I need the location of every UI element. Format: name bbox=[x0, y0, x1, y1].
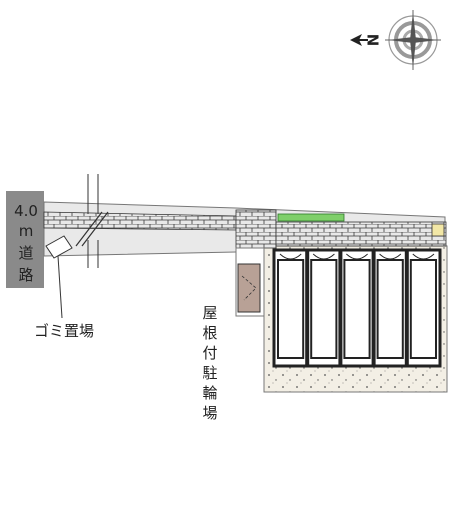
garbage-area-label: ゴミ置場 bbox=[34, 322, 94, 340]
compass-rose-icon bbox=[385, 10, 441, 70]
bicycle-parking-label: 屋 根 付 駐 輪 場 bbox=[202, 304, 217, 422]
north-label: N bbox=[365, 34, 383, 47]
bicycle-shed-roof bbox=[237, 263, 261, 313]
planting-strip bbox=[277, 213, 345, 222]
bike-label-char-1: 屋 bbox=[202, 304, 217, 322]
unit-entry-arc bbox=[312, 253, 335, 260]
unit-entry-arc bbox=[412, 253, 435, 260]
bike-label-char-3: 付 bbox=[202, 344, 217, 362]
unit-entry-arc bbox=[379, 253, 402, 260]
apartment-unit bbox=[277, 259, 305, 359]
unit-divider-wall bbox=[305, 250, 310, 366]
apartment-unit bbox=[343, 259, 371, 359]
bike-label-char-5: 輪 bbox=[202, 384, 217, 402]
road-label-2: 路 bbox=[18, 266, 33, 284]
road-unit-label: m bbox=[19, 222, 34, 240]
north-arrow-icon bbox=[350, 34, 368, 46]
building-units bbox=[272, 248, 442, 368]
unit-divider-wall bbox=[338, 250, 343, 366]
garbage-area bbox=[45, 235, 73, 259]
unit-entry-arc bbox=[279, 253, 302, 260]
bike-label-char-6: 場 bbox=[202, 404, 217, 422]
unit-divider-wall bbox=[371, 250, 376, 366]
site-front-wall bbox=[235, 209, 277, 249]
apartment-unit bbox=[310, 259, 338, 359]
unit-entry-arc bbox=[346, 253, 368, 260]
mailbox bbox=[431, 223, 445, 237]
path-break-lines bbox=[75, 174, 109, 268]
garbage-leader-line bbox=[57, 255, 63, 319]
apartment-unit bbox=[376, 259, 404, 359]
bike-label-char-2: 根 bbox=[202, 324, 217, 342]
road-width-label: 4.0 bbox=[14, 202, 38, 220]
road-strip bbox=[6, 191, 44, 288]
bike-label-char-4: 駐 bbox=[202, 364, 217, 382]
site-brick-band bbox=[275, 221, 447, 247]
bicycle-shed-mark bbox=[241, 275, 257, 301]
apartment-unit bbox=[409, 259, 437, 359]
unit-divider-wall bbox=[404, 250, 409, 366]
road-label-1: 道 bbox=[18, 244, 33, 262]
